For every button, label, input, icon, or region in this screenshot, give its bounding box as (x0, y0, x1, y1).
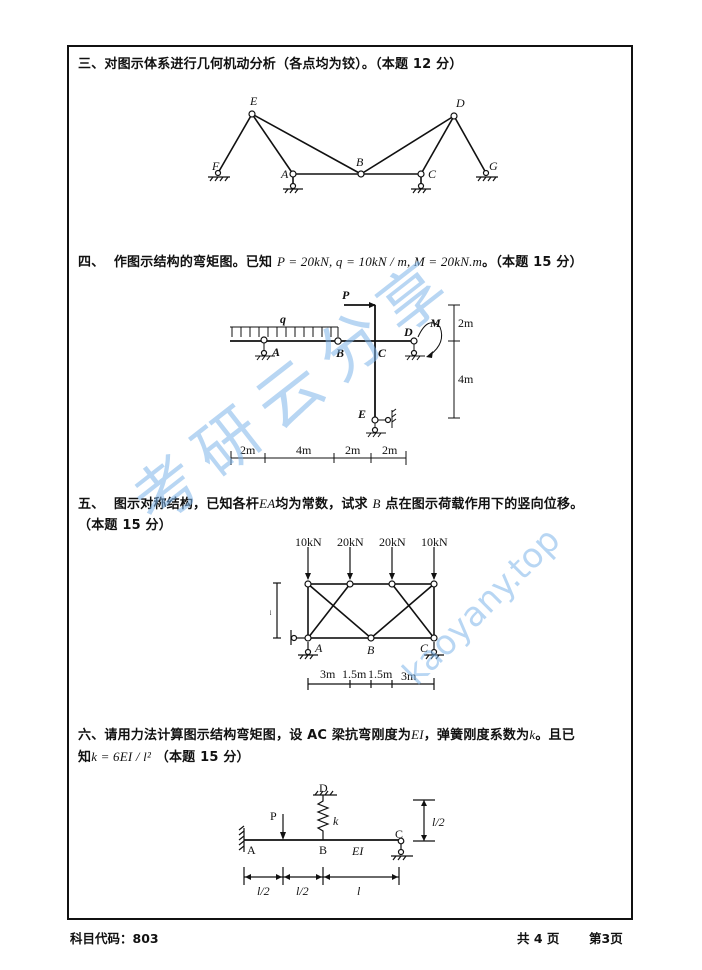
question-6-score: （本题 15 分） (155, 750, 250, 765)
question-4-number: 四、 (78, 255, 105, 270)
dim-height: 4m (270, 604, 272, 618)
label-M: M (429, 316, 441, 330)
label-A: A (247, 843, 256, 857)
dim-h-1: 1.5m (342, 667, 367, 681)
label-P: P (270, 809, 277, 823)
label-D: D (403, 325, 413, 339)
question-6-formula: k = 6EI / l² (91, 749, 152, 764)
label-D: D (455, 96, 465, 110)
label-G: G (489, 159, 498, 173)
question-5-body-mid: 均为常数，试求 (275, 497, 368, 512)
footer-subject-code: 科目代码：803 (70, 931, 159, 946)
load-0: 10kN (295, 535, 322, 549)
dim-h-0: l/2 (257, 884, 270, 898)
label-A: A (280, 167, 289, 181)
label-C: C (428, 167, 437, 181)
load-3: 10kN (421, 535, 448, 549)
question-3-text: 三、对图示体系进行几何机动分析（各点均为铰）。（本题 12 分） (78, 54, 463, 75)
label-E: E (357, 407, 366, 421)
label-k: k (333, 814, 339, 828)
label-B: B (367, 643, 375, 657)
dim-h-3: 2m (382, 443, 398, 457)
question-5-number: 五、 (78, 497, 105, 512)
question-6-body-end: 。且已 (535, 728, 575, 743)
dim-v-1: 4m (458, 372, 474, 386)
symbol-k: k (529, 727, 536, 742)
label-B: B (319, 843, 327, 857)
question-5-body: 图示对称结构，已知各杆 (113, 497, 260, 512)
label-C: C (378, 346, 387, 360)
symbol-B: B (372, 496, 381, 511)
label-D: D (319, 781, 328, 795)
dim-v-0: 2m (458, 316, 474, 330)
label-B: B (356, 155, 364, 169)
dim-h-0: 3m (320, 667, 336, 681)
dim-h-1: 4m (296, 443, 312, 457)
question-5-score: （本题 15 分） (78, 518, 172, 533)
symbol-EA: EA (259, 496, 276, 511)
exam-page-frame (67, 45, 633, 920)
question-3-number: 三、 (78, 57, 105, 72)
label-C: C (395, 827, 403, 841)
question-3-body: 对图示体系进行几何机动分析（各点均为铰）。（本题 12 分） (104, 57, 463, 72)
dim-h-2: 1.5m (368, 667, 393, 681)
label-E: E (249, 94, 258, 108)
footer-total-pages: 共 4 页 (517, 931, 560, 946)
question-4-body: 作图示结构的弯矩图。已知 (113, 255, 273, 270)
label-A: A (314, 641, 323, 655)
label-A: A (271, 345, 280, 359)
footer-current-page: 第3页 (589, 931, 623, 946)
symbol-EI: EI (411, 727, 424, 742)
dim-v: l/2 (432, 815, 445, 829)
figure-q4-frame: P q A B C D M E 2m 4m 2m 4m 2m 2m (230, 288, 474, 465)
label-B: B (335, 346, 344, 360)
dim-h-2: 2m (345, 443, 361, 457)
question-4-score: 。（本题 15 分） (482, 255, 583, 270)
figure-q3-frame-system: E D F A B C G (208, 94, 498, 194)
question-4-text: 四、 作图示结构的弯矩图。已知 P = 20kN, q = 10kN / m, … (78, 251, 583, 273)
label-C: C (420, 641, 429, 655)
question-6-body: 请用力法计算图示结构弯矩图，设 AC 梁抗弯刚度为 (104, 728, 412, 743)
load-2: 20kN (379, 535, 406, 549)
dim-h-2: l (357, 884, 361, 898)
load-1: 20kN (337, 535, 364, 549)
figure-q6-beam-spring: P D A B C k EI l/2 l/2 l/2 l (238, 781, 445, 898)
question-5-text: 五、 图示对称结构，已知各杆EA均为常数，试求 B 点在图示荷载作用下的竖向位移… (78, 493, 583, 536)
question-6-text: 六、请用力法计算图示结构弯矩图，设 AC 梁抗弯刚度为EI，弹簧刚度系数为k。且… (78, 724, 575, 768)
label-EI: EI (351, 844, 364, 858)
question-6-number: 六、 (78, 728, 105, 743)
question-6-body-mid: ，弹簧刚度系数为 (423, 728, 530, 743)
label-q: q (280, 312, 286, 326)
dim-h-0: 2m (240, 443, 256, 457)
dim-h-3: 3m (401, 669, 417, 683)
question-4-formula: P = 20kN, q = 10kN / m, M = 20kN.m (277, 254, 483, 269)
label-P: P (342, 288, 350, 302)
question-5-body-end: 点在图示荷载作用下的竖向位移。 (385, 497, 584, 512)
figure-q5-truss: 10kN 20kN 20kN 10kN 4m 3m 1.5m 1.5m 3m A… (270, 535, 448, 690)
label-F: F (211, 159, 220, 173)
question-6-line2-prefix: 知 (78, 750, 92, 765)
dim-h-1: l/2 (296, 884, 309, 898)
